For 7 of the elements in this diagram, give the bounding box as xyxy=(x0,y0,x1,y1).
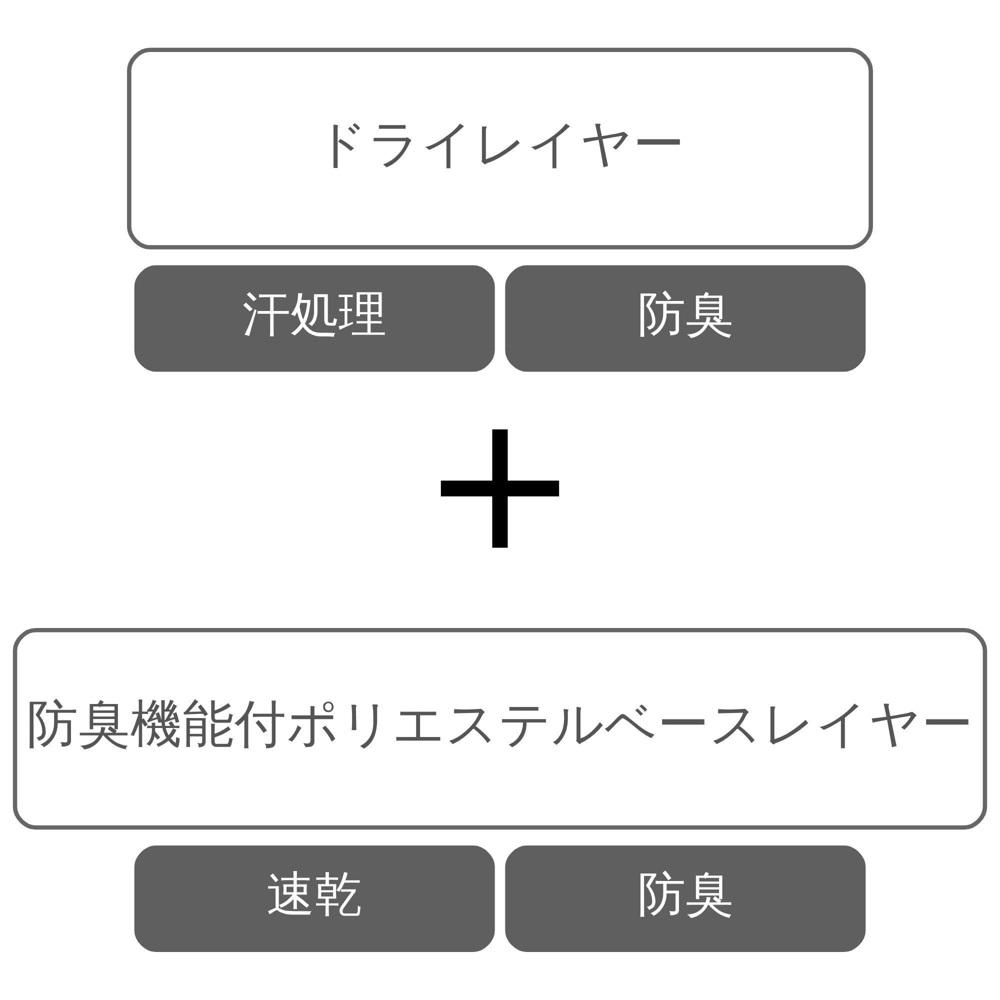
node-box: ドライレイヤー xyxy=(127,47,873,249)
node-box: 防臭 xyxy=(505,264,866,372)
label: + xyxy=(420,372,580,592)
node-box: 防臭機能付ポリエステルベースレイヤー xyxy=(12,627,988,830)
node-box: 速乾 xyxy=(134,845,495,952)
node-box: 汗処理 xyxy=(134,264,495,372)
node-box: 防臭 xyxy=(505,845,866,952)
